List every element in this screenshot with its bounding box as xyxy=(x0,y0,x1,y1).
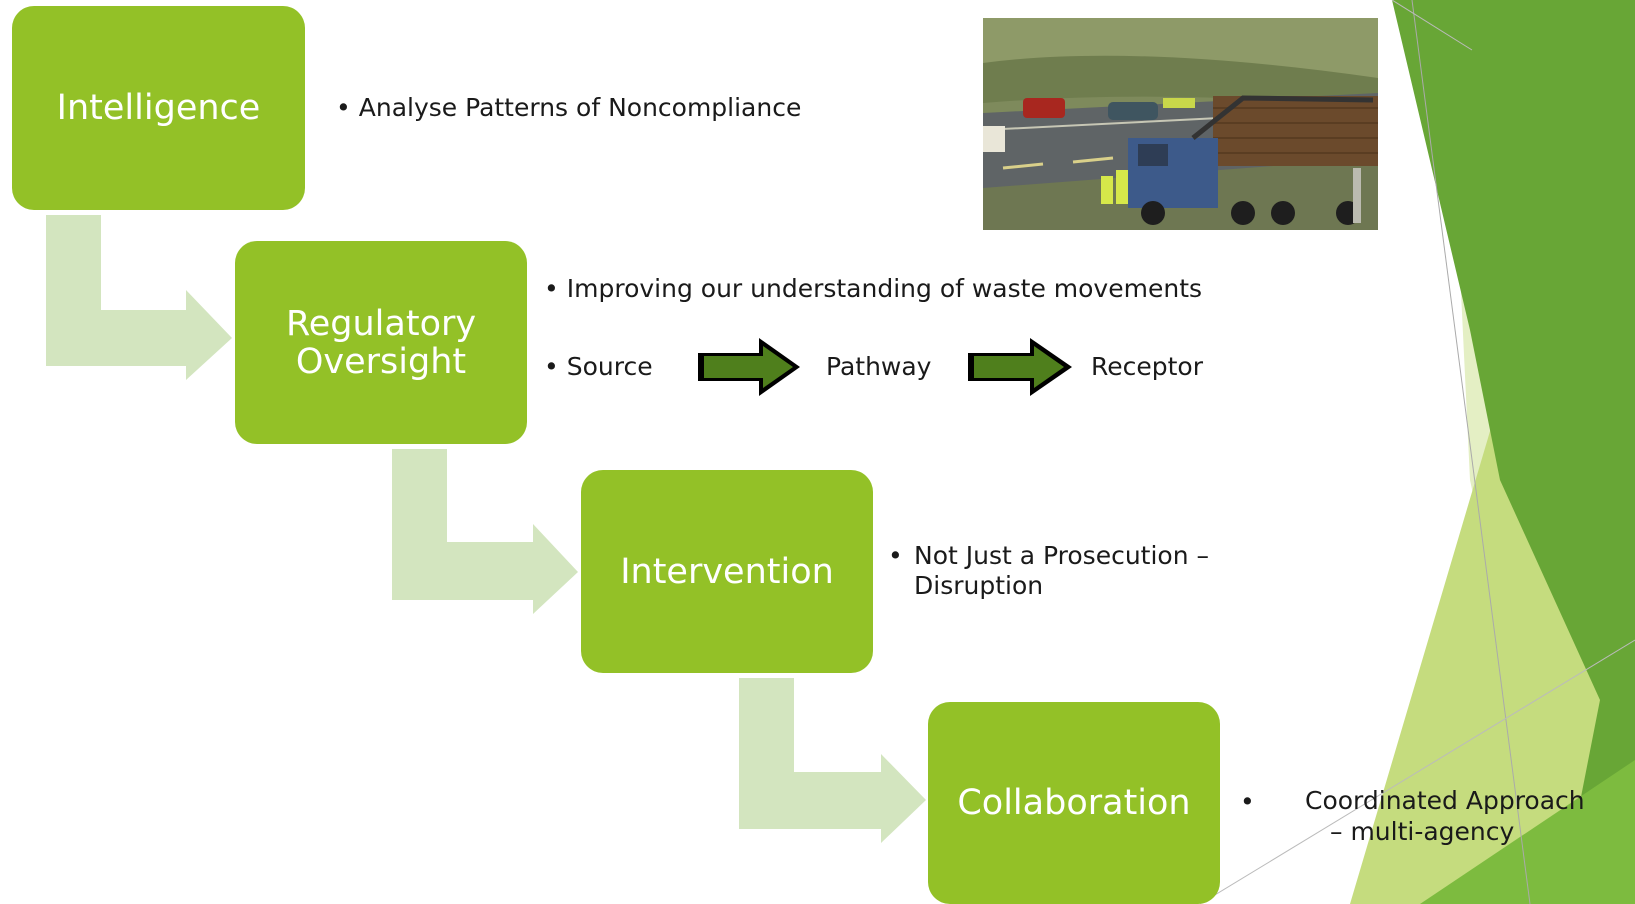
bullet-text: Improving our understanding of waste mov… xyxy=(566,274,1203,303)
bullet-marker: • xyxy=(1240,787,1255,816)
step-box-intervention: Intervention xyxy=(581,470,873,673)
flow-label-pathway: Pathway xyxy=(826,352,932,381)
step-label: Intervention xyxy=(620,551,834,592)
bullet-oversight-1: •Improving our understanding of waste mo… xyxy=(544,274,1202,304)
bullet-intervention: • Not Just a Prosecution – Disruption xyxy=(888,541,1258,601)
step-box-regulatory-oversight: Regulatory Oversight xyxy=(235,241,527,444)
bullet-text: Analyse Patterns of Noncompliance xyxy=(358,93,802,122)
enforcement-photo xyxy=(983,18,1378,230)
bullet-marker: • xyxy=(336,93,351,122)
flow-label-receptor: Receptor xyxy=(1091,352,1203,381)
bullet-collaboration: • xyxy=(1240,787,1263,817)
step-label: Collaboration xyxy=(957,783,1191,823)
flow-arrow xyxy=(704,346,793,388)
bullet-marker: • xyxy=(888,541,903,570)
connector-arrow xyxy=(739,678,926,843)
bullet-text: Source xyxy=(566,352,653,381)
step-label: Regulatory Oversight xyxy=(286,303,477,382)
right-accent-dark xyxy=(1392,0,1635,904)
step-label: Intelligence xyxy=(56,88,261,128)
bullet-text: Not Just a Prosecution – Disruption xyxy=(914,541,1209,600)
bullet-collaboration-line-1: Coordinated Approach xyxy=(1305,786,1585,815)
right-accent-bright xyxy=(1420,760,1635,904)
bullet-oversight-2: •Source xyxy=(544,352,653,382)
bullet-intelligence: •Analyse Patterns of Noncompliance xyxy=(336,93,801,123)
step-box-collaboration: Collaboration xyxy=(928,702,1220,904)
bullet-marker: • xyxy=(544,274,559,303)
step-box-intelligence: Intelligence xyxy=(12,6,305,210)
accent-line xyxy=(1199,639,1635,904)
connector-arrow xyxy=(392,449,578,614)
accent-line xyxy=(1411,0,1531,904)
bullet-collaboration-line-2: – multi-agency xyxy=(1330,817,1515,846)
flow-arrow xyxy=(974,346,1064,388)
connector-arrow xyxy=(46,215,232,380)
accent-line xyxy=(1391,0,1473,51)
bullet-marker: • xyxy=(544,352,559,381)
